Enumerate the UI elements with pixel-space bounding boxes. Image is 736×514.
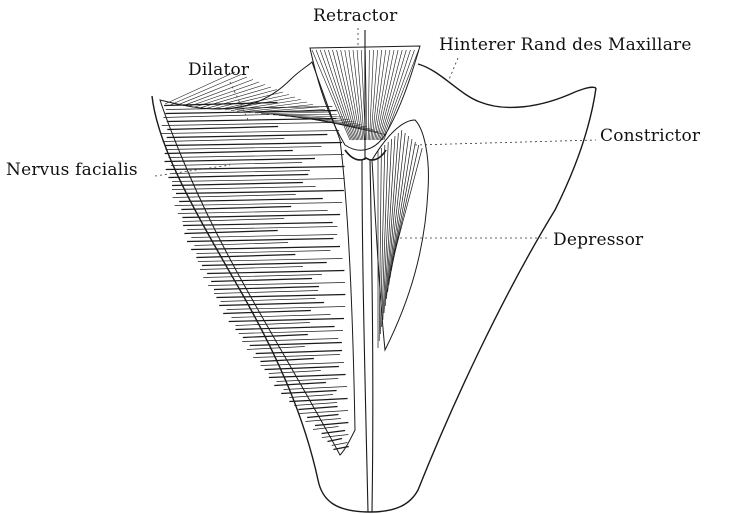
muscle-fibre [371,50,378,140]
muscle-fibre [298,407,337,410]
muscle-fibre [370,50,374,140]
muscle-fibre [165,159,316,162]
muscle-fibre [196,251,330,254]
muscle-fibre [214,291,318,294]
muscle-fibre [324,50,354,140]
muscle-fibre [198,259,343,262]
muscle-fibre [256,351,342,354]
muscle-fibre [284,387,348,390]
muscle-fibre [200,267,303,270]
outer-outline [152,88,596,512]
muscle-fibre [194,243,288,246]
muscle-fibre [166,147,322,150]
muscle-fibre [239,331,343,334]
label-retractor: Retractor [313,8,397,25]
muscle-fibre [232,315,331,318]
muscle-fibre [208,283,345,286]
muscle-fibre [265,367,339,370]
muscle-fibre [172,171,310,174]
muscle-fibre [167,135,328,138]
muscle-fibre [289,399,347,402]
leader-constrictor [415,140,596,145]
muscle-fibre [178,211,328,214]
label-nervus-facialis: Nervus facialis [6,162,138,179]
muscle-fibre [381,50,410,140]
muscle-fibre [181,207,291,210]
maxillare-rim [418,64,596,107]
muscle-fibre [384,50,419,140]
muscle-fibre [203,275,322,278]
muscle-fibre [253,355,340,358]
muscle-fibre [207,90,277,109]
muscle-fibre [196,255,295,258]
muscle-fibre [191,247,340,250]
muscle-fibre [172,183,303,186]
leader-hinterer [448,58,458,82]
muscle-fibre [184,231,277,234]
muscle-fibre [162,123,332,126]
muscle-fibre [161,131,339,134]
muscle-fibre [299,411,348,414]
muscle-fibre [261,363,344,366]
muscle-fibre [173,195,296,198]
label-dilator: Dilator [188,62,249,79]
muscle-fibre [247,347,305,350]
muscle-fibre [163,139,285,142]
muscle-fibre [316,50,351,140]
muscle-fibre [227,307,346,310]
muscle-fibre [242,339,338,342]
muscle-fibre [376,50,394,140]
muscle-fibre [202,263,327,266]
muscle-fibre [165,151,293,154]
muscle-fibre [177,77,247,105]
muscle-fibre [294,403,337,406]
muscle-fibre [172,179,345,182]
muscle-fibre [250,343,342,346]
leader-nervus [155,165,230,176]
muscle-fibre [235,323,310,326]
muscle-fibre [221,299,316,302]
muscle-fibre [236,327,335,330]
muscle-fibre [216,295,345,298]
muscle-fibre [187,227,337,230]
muscle-fibre [307,415,338,418]
muscle-fibre [328,439,343,442]
muscle-fibre [328,50,355,140]
muscle-fibre [219,303,324,306]
muscle-fibre [214,287,319,290]
muscle-fibre [385,133,398,306]
muscle-fibre [171,163,302,166]
depressor-muscle [378,130,422,348]
muscle-fibre [243,335,308,338]
muscle-fibre [368,50,369,140]
muscle-fibre [269,375,346,378]
label-constrictor: Constrictor [600,128,700,145]
muscle-fibre [223,311,311,314]
muscle-fibre [167,127,278,130]
muscle-fibre [305,419,341,422]
muscle-fibre [229,319,344,322]
muscle-fibre [289,395,333,398]
muscle-fibre [176,191,344,194]
muscle-fibre [191,235,337,238]
dilator-muscle [161,72,385,450]
muscle-fibre [175,203,343,206]
muscle-fibre [211,279,312,282]
muscle-fibre [187,239,334,242]
muscle-fibre [315,423,348,426]
muscle-fibre [166,143,343,146]
label-depressor: Depressor [553,232,643,249]
muscle-fibre [169,155,344,158]
muscle-fibre [322,435,349,438]
muscle-fibre [166,167,345,170]
muscle-fibre [322,431,346,434]
muscle-fibre [182,219,284,222]
muscle-fibre [183,223,333,226]
label-hinterer-rand: Hinterer Rand des Maxillare [439,37,692,54]
muscle-fibre [172,187,316,190]
muscle-fibre [163,115,269,118]
muscle-fibre [182,215,340,218]
muscle-fibre [207,271,344,274]
